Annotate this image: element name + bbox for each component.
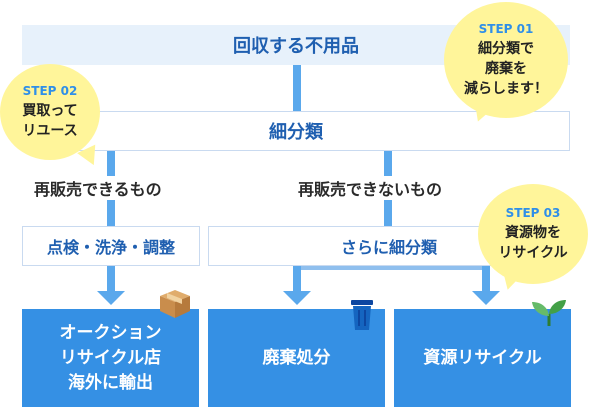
bubble-step03-step: STEP 03 bbox=[505, 205, 561, 220]
outcome-resale-line1: オークション bbox=[59, 322, 162, 343]
bubble-step02-step: STEP 02 bbox=[22, 83, 78, 98]
branch-resale-label: 再販売できるもの bbox=[30, 176, 166, 200]
arrow-disposal bbox=[283, 291, 311, 305]
outcome-resale-line3: 海外に輸出 bbox=[68, 372, 153, 393]
sprout-icon bbox=[530, 298, 568, 328]
bubble-step03: STEP 03 資源物を リサイクル bbox=[478, 184, 588, 284]
bubble-step03-text: 資源物を リサイクル bbox=[498, 224, 568, 261]
branch-not-resale-label: 再販売できないもの bbox=[294, 176, 447, 200]
further-sort-label: さらに細分類 bbox=[340, 238, 437, 257]
outcome-recycle-box: 資源リサイクル bbox=[394, 309, 571, 407]
inspection-label: 点検・洗浄・調整 bbox=[46, 238, 175, 257]
inspection-box: 点検・洗浄・調整 bbox=[22, 226, 200, 266]
connector-recycle bbox=[482, 266, 490, 291]
bubble-step02-text: 買取って リユース bbox=[22, 102, 78, 139]
connector-top bbox=[293, 65, 301, 111]
cardboard-box-icon bbox=[158, 288, 192, 320]
sorting-bar: 細分類 bbox=[22, 111, 570, 151]
bubble-step01-step: STEP 01 bbox=[478, 21, 534, 36]
sorting-label: 細分類 bbox=[269, 122, 323, 143]
outcome-resale-line2: リサイクル店 bbox=[59, 347, 162, 368]
bubble-step01-text: 細分類で 廃棄を 減らします！ bbox=[464, 40, 548, 97]
outcome-resale-box: オークション リサイクル店 海外に輸出 bbox=[22, 309, 199, 407]
trash-bin-icon bbox=[350, 298, 374, 332]
outcome-disposal-label: 廃棄処分 bbox=[262, 347, 331, 368]
connector-horizontal bbox=[293, 266, 486, 270]
bubble-step02: STEP 02 買取って リユース bbox=[0, 64, 100, 160]
bubble-step01: STEP 01 細分類で 廃棄を 減らします！ bbox=[444, 2, 568, 118]
outcome-recycle-label: 資源リサイクル bbox=[423, 347, 542, 368]
collected-items-title: 回収する不用品 bbox=[233, 36, 359, 57]
arrow-left bbox=[97, 291, 125, 305]
connector-disposal bbox=[293, 266, 301, 291]
connector-left bbox=[107, 151, 115, 291]
arrow-recycle bbox=[472, 291, 500, 305]
